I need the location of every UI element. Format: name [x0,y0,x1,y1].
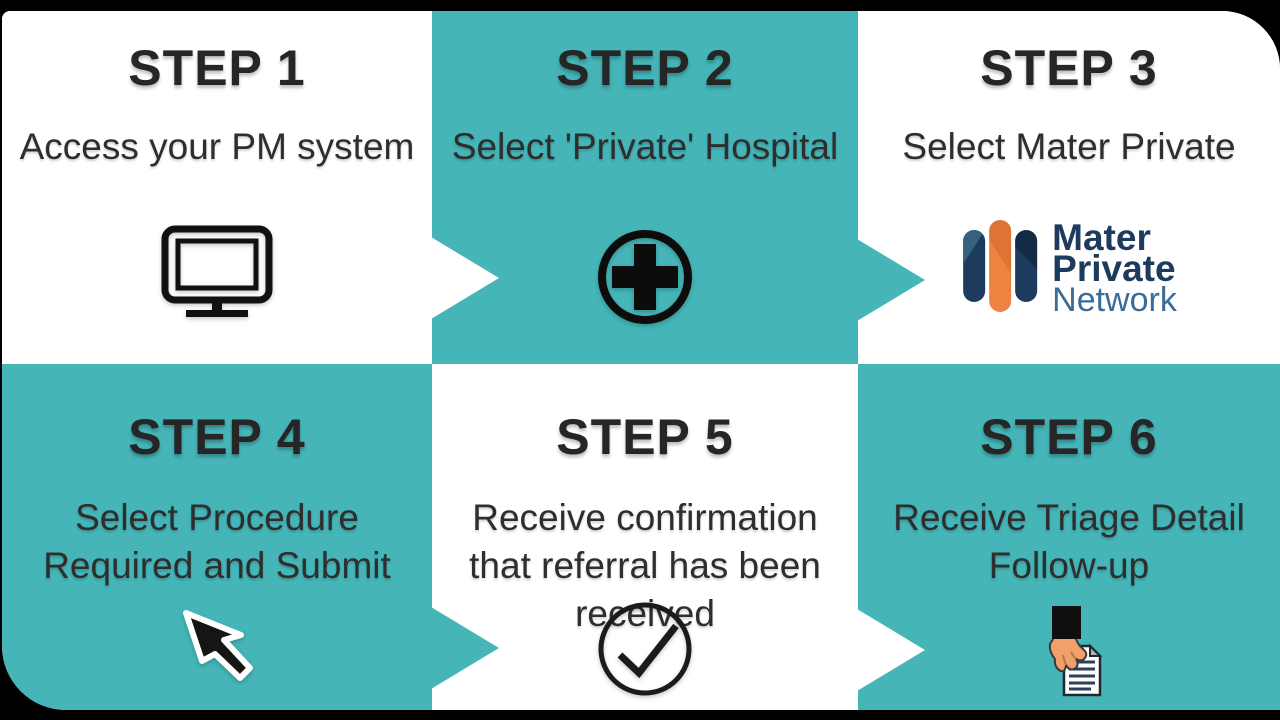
step-5-description: Receive confirmation that referral has b… [469,497,821,634]
step-1-description: Access your PM system [19,126,415,167]
step-1-cell: STEP 1 Access your PM system [2,11,432,364]
logo-line-mater: Mater [1052,216,1151,258]
step-3-description: Select Mater Private [902,126,1236,167]
step-6-title: STEP 6 [980,409,1158,465]
step-5-cell: STEP 5 Receive confirmation that referra… [432,364,858,710]
step-3-title: STEP 3 [980,40,1158,96]
step-2-description: Select 'Private' Hospital [451,126,839,167]
logo-line-private: Private [1052,247,1176,289]
step-6-cell: STEP 6 Receive Triage Detail Follow-up [858,364,1280,710]
hand-holding-document-icon [1033,604,1105,705]
mater-logo-text: Mater Private Network [1052,216,1177,319]
step-2-title: STEP 2 [556,40,734,96]
step-4-description: Select Procedure Required and Submit [43,497,391,586]
step-4-cell: STEP 4 Select Procedure Required and Sub… [2,364,432,710]
logo-line-network: Network [1052,280,1177,319]
step-6-description: Receive Triage Detail Follow-up [893,497,1245,586]
check-circle-icon [596,600,694,703]
step-4-title: STEP 4 [128,409,306,465]
plus-circle-icon [597,229,693,330]
mater-private-network-logo: Mater Private Network [961,219,1177,318]
step-2-cell: STEP 2 Select 'Private' Hospital [432,11,858,364]
mater-logo-bars-icon [961,219,1039,318]
infographic-card: STEP 1 Access your PM system STEP 2 Sele… [2,11,1280,710]
step-1-title: STEP 1 [128,40,306,96]
monitor-icon [161,225,273,324]
cursor-pointer-icon [178,606,256,691]
step-5-title: STEP 5 [556,409,734,465]
step-3-cell: STEP 3 Select Mater Private [858,11,1280,364]
